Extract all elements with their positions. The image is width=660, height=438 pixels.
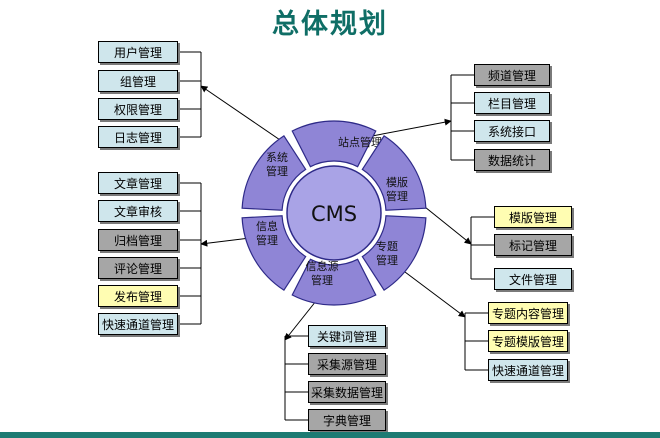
segment-system-label: 系统管理 xyxy=(266,151,288,178)
segment-info xyxy=(241,215,307,291)
arrow-info xyxy=(200,237,251,247)
node-file-management: 文件管理 xyxy=(494,268,572,290)
segment-template-label: 模版管理 xyxy=(386,175,408,203)
node-user-management: 用户管理 xyxy=(98,41,178,63)
node-channel-management: 频道管理 xyxy=(474,64,550,86)
node-comment-management: 评论管理 xyxy=(98,257,178,279)
segment-topic-label: 专题管理 xyxy=(376,239,398,267)
node-tag-management: 标记管理 xyxy=(494,234,572,256)
node-article-review: 文章审核 xyxy=(98,200,178,222)
node-collect-source-management: 采集源管理 xyxy=(308,353,386,375)
node-column-management: 栏目管理 xyxy=(474,92,550,114)
arrow-site xyxy=(371,118,452,137)
node-publish-management: 发布管理 xyxy=(98,285,178,307)
node-fast-channel-management-info: 快速通道管理 xyxy=(98,313,178,335)
node-archive-management: 归档管理 xyxy=(98,229,178,251)
node-collect-data-management: 采集数据管理 xyxy=(308,381,386,403)
node-permission-management: 权限管理 xyxy=(98,98,178,120)
cms-core-label: CMS xyxy=(311,202,357,226)
node-dictionary-management: 字典管理 xyxy=(308,409,386,431)
arrow-system xyxy=(200,85,284,143)
page-title: 总体规划 xyxy=(272,9,388,40)
arrow-topic xyxy=(400,268,466,318)
node-group-management: 组管理 xyxy=(98,70,178,92)
node-fast-channel-management-topic: 快速通道管理 xyxy=(488,359,568,381)
node-keyword-management: 关键词管理 xyxy=(308,325,386,347)
segment-system xyxy=(241,135,307,211)
node-topic-content-management: 专题内容管理 xyxy=(488,302,568,324)
segment-source-label: 信息源管理 xyxy=(306,259,339,287)
segment-site xyxy=(291,120,377,168)
arrow-template xyxy=(419,202,472,245)
node-log-management: 日志管理 xyxy=(98,126,178,148)
node-system-interface: 系统接口 xyxy=(474,120,550,142)
segment-source xyxy=(291,258,377,306)
segment-template xyxy=(361,135,427,211)
footer-bar xyxy=(0,432,660,438)
node-template-management: 模版管理 xyxy=(494,206,572,228)
node-data-statistics: 数据统计 xyxy=(474,149,550,171)
node-article-management: 文章管理 xyxy=(98,172,178,194)
cms-core xyxy=(286,165,382,261)
node-topic-template-management: 专题模版管理 xyxy=(488,330,568,352)
segment-info-label: 信息管理 xyxy=(256,219,278,247)
segment-topic xyxy=(361,215,427,291)
segment-site-label: 站点管理 xyxy=(338,135,382,149)
